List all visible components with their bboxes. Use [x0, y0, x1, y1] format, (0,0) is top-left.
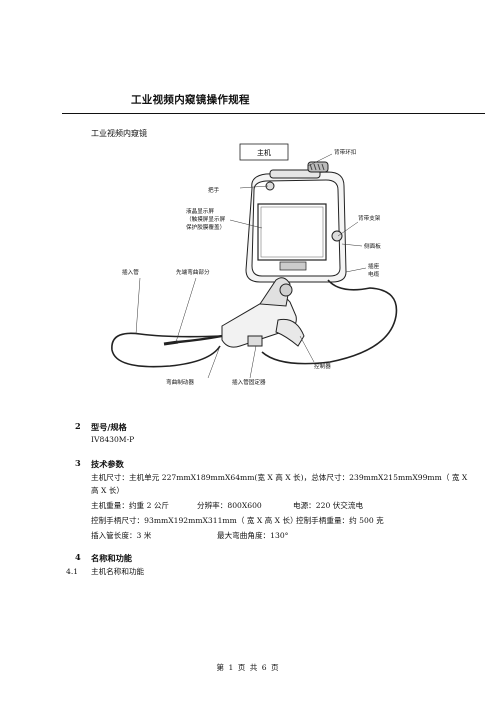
host-label: 主机: [257, 148, 271, 157]
label-side-panel: 侧面板: [364, 242, 381, 250]
spec-dimensions-line2: 高 X 长）: [91, 486, 125, 495]
host-label-box: [239, 143, 289, 161]
label-strap-mount: 背带支架: [358, 214, 381, 222]
header-rule: [62, 113, 485, 114]
section-2-number: 2: [75, 421, 81, 431]
label-handle: 把手: [208, 186, 220, 194]
label-tube-fixer: 插入管固定器: [232, 378, 266, 386]
lcd-screen: [257, 203, 327, 261]
section-4-number: 4: [75, 552, 81, 562]
section-3-title: 技术参数: [91, 459, 124, 469]
spec-weight: 主机重量：约重 2 公斤: [91, 501, 170, 510]
spec-dimensions-line1: 主机尺寸：主机单元 227mmX189mmX64mm(宽 X 高 X 长)，总体…: [91, 473, 468, 482]
label-cable-2: 电缆: [368, 270, 380, 278]
page-footer: 第 1 页 共 6 页: [216, 663, 280, 672]
label-control-unit: 控制器: [314, 362, 331, 370]
insertion-tube: [111, 332, 223, 368]
spec-handle-size: 控制手柄尺寸：93mmX192mmX311mm（ 宽 X 高 X 长）: [91, 516, 298, 525]
main-unit: [245, 161, 347, 283]
spec-handle-weight: 控制手柄重量：约 500 克: [296, 516, 384, 525]
label-cable-1: 插座: [368, 262, 380, 270]
label-screen-2: （触摸屏显示屏: [186, 215, 226, 223]
section-4-1-number: 4.1: [66, 567, 79, 576]
spec-power: 电源：220 伏交流电: [293, 501, 364, 510]
spec-resolution: 分辨率：800X600: [197, 501, 262, 510]
spec-tube-length: 插入管长度：3 米: [91, 531, 152, 540]
strap-ring: [307, 161, 329, 173]
label-insertion-tube: 插入管: [122, 268, 139, 276]
section-2-title: 型号/规格: [91, 422, 127, 432]
label-bend-lock: 弯曲制动器: [166, 378, 194, 386]
label-carry-ring: 背带环扣: [334, 148, 357, 156]
spec-max-angle: 最大弯曲角度：130°: [217, 531, 289, 540]
model-number: IV8430M-P: [91, 435, 135, 444]
carry-handle: [269, 169, 321, 179]
label-screen-1: 液晶显示屏: [186, 207, 214, 215]
label-bending-section: 先端弯曲部分: [176, 268, 210, 276]
endoscope-diagram: 主机: [111, 143, 398, 386]
section-4-title: 名称和功能: [91, 553, 132, 563]
control-handset: [221, 277, 305, 348]
document-subtitle: 工业视频内窥镜: [91, 129, 147, 138]
section-4-1-title: 主机名称和功能: [91, 567, 145, 576]
unit-cable: [261, 279, 398, 365]
label-screen-3: 保护胶膜覆盖）: [186, 223, 225, 231]
document-title: 工业视频内窥镜操作规程: [131, 94, 250, 106]
section-3-number: 3: [75, 458, 81, 468]
